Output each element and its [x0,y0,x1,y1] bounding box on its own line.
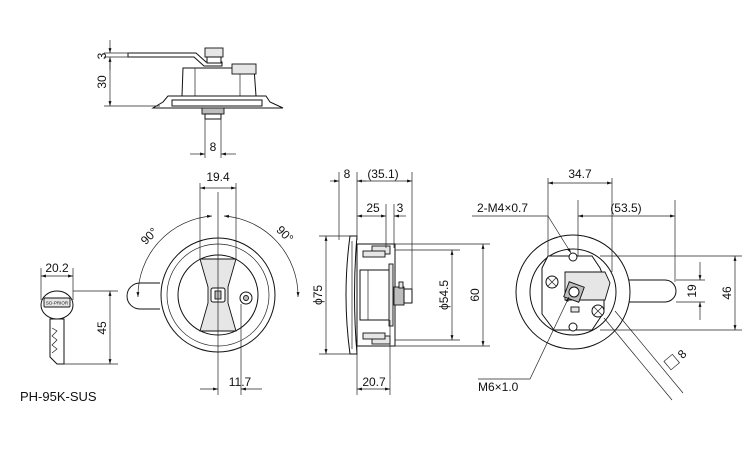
rear-view [515,234,677,350]
dim-key-height: 45 [95,321,109,335]
dim-outer-diameter: ϕ75 [311,285,325,305]
dim-height: 60 [468,288,482,302]
key-drawing [40,290,74,365]
dim-spindle: 8 [210,140,217,154]
front-view-dimensions [136,183,300,395]
dim-inner-diameter: ϕ54.5 [437,280,451,310]
dim-handle-width: 19.4 [206,170,230,184]
section-view-dimensions [319,172,490,395]
dim-body-depth: 25 [366,201,380,215]
dim-thread-note: M6×1.0 [478,380,519,394]
dim-overall: 46 [720,286,734,300]
dim-flange: 8 [344,167,351,181]
side-view-dimensions [104,40,236,158]
dim-body-height: 30 [95,75,109,89]
side-view [127,47,284,120]
model-name: PH-95K-SUS [20,389,97,404]
dim-depth: (35.1) [367,167,398,181]
dim-cam-length: (53.5) [610,201,641,215]
dim-key-width: 20.2 [45,261,69,275]
dim-lever-thickness: 3 [95,52,109,59]
dim-cam-width: 8 [675,347,690,362]
dim-bottom: 20.7 [362,375,386,389]
key-brand-label: SO-PRIOR [46,301,69,306]
dim-gap: 3 [397,201,404,215]
dim-rear-width: 34.7 [568,167,592,181]
dim-cam-height: 19 [685,284,699,298]
rear-view-dimensions [472,178,742,401]
dim-angle-right: 90° [273,223,296,246]
dim-offset: 11.7 [229,375,252,389]
dim-tap-note: 2-M4×0.7 [477,201,528,215]
section-view [345,235,413,355]
key-dimensions [40,268,118,365]
